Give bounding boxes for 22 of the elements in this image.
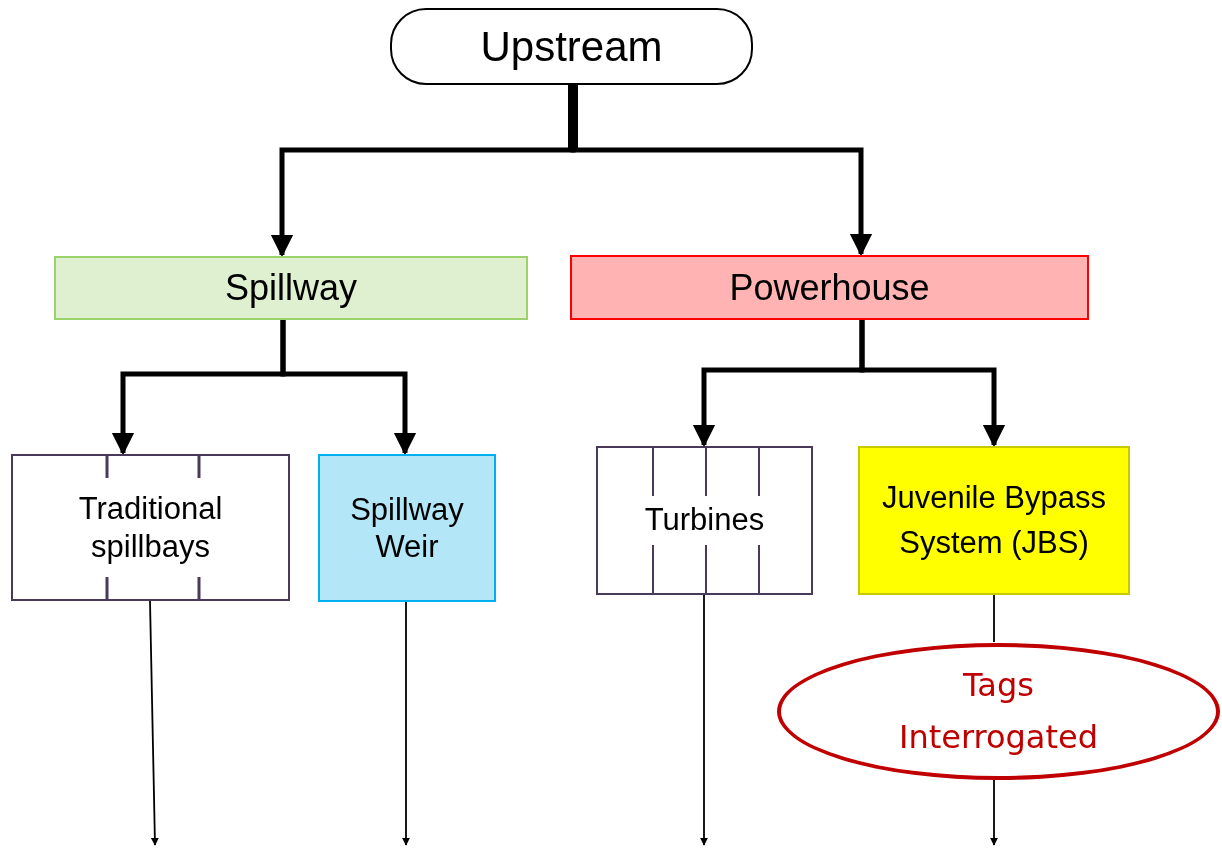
arrow <box>401 601 411 846</box>
node-label: Traditional spillbays <box>77 490 224 565</box>
process-box <box>318 454 496 602</box>
node-label: Spillway <box>224 266 357 310</box>
arrow <box>280 320 417 456</box>
node-label: Spillway Weir <box>349 490 465 566</box>
node-label: Powerhouse <box>729 265 930 310</box>
process-box <box>11 454 290 601</box>
node-label: Juvenile Bypass System (JBS) <box>881 478 1107 562</box>
arrow <box>859 320 1006 448</box>
process-box <box>570 255 1089 320</box>
arrow <box>989 779 999 846</box>
arrow <box>699 594 709 846</box>
node-label: Upstream <box>480 22 663 72</box>
process-box <box>858 446 1130 595</box>
process-box <box>596 446 813 595</box>
process-box <box>54 256 528 320</box>
node-label: Tags Interrogated <box>897 665 1099 758</box>
connector-trunk <box>568 85 578 150</box>
node-label: Turbines <box>644 501 765 540</box>
start-terminal <box>390 8 753 85</box>
arrow <box>149 600 159 846</box>
